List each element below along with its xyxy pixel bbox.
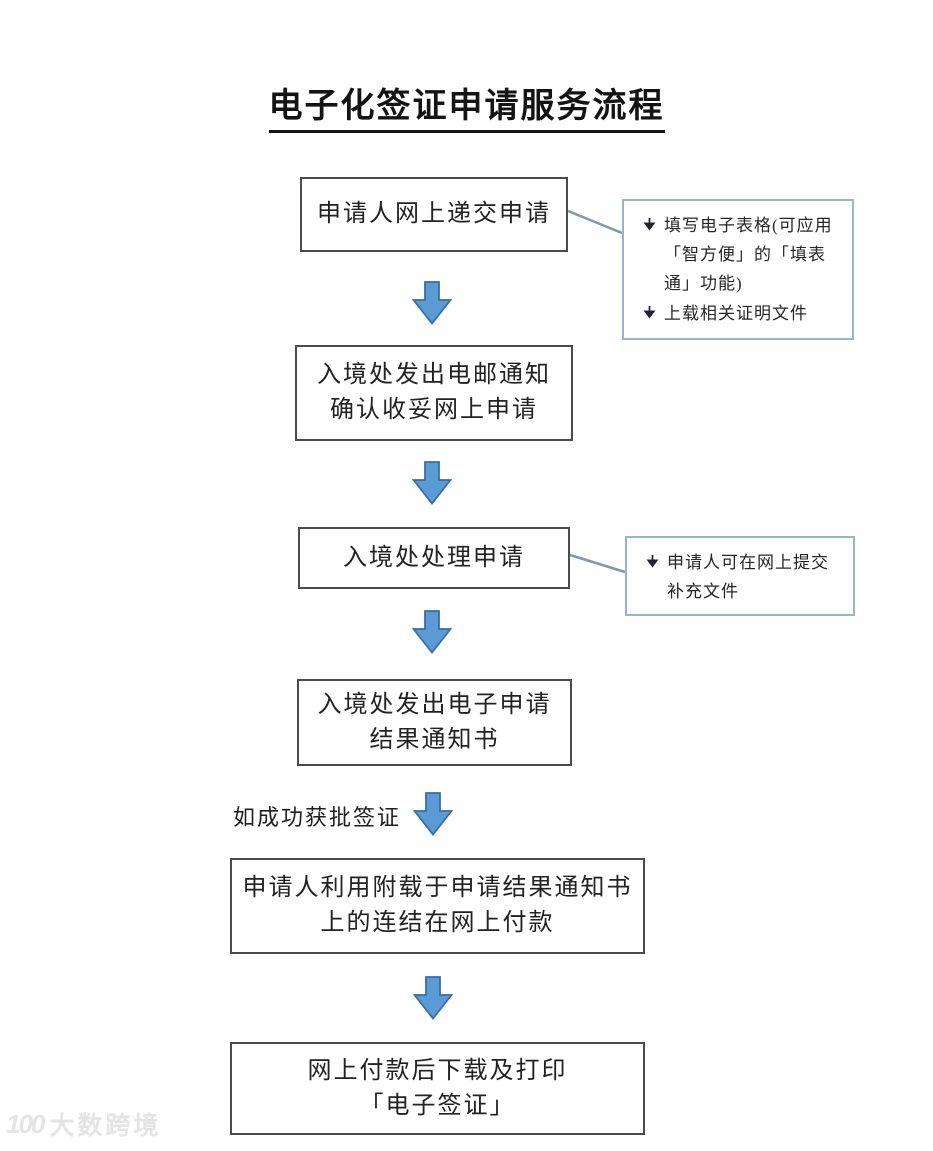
note-1-item-1: 填写电子表格(可应用「智方便」的「填表通」功能) [634, 211, 844, 299]
flow-step-3-label: 入境处处理申请 [343, 544, 525, 571]
note-2-item-1: 申请人可在网上提交补充文件 [637, 548, 845, 606]
flow-step-1-label: 申请人网上递交申请 [317, 201, 551, 228]
note-2-item-1-text: 申请人可在网上提交补充文件 [667, 553, 829, 602]
connector-step1-note1 [567, 209, 623, 235]
page-title: 电子化签证申请服务流程 [0, 78, 933, 133]
branch-condition-label: 如成功获批签证 [233, 805, 402, 830]
flow-step-3-processing: 入境处处理申请 [298, 527, 570, 589]
down-arrow-bullet-icon [634, 299, 664, 319]
flow-step-4-line-1: 入境处发出电子申请 [317, 691, 552, 718]
flow-down-arrow-icon [412, 461, 452, 505]
flow-step-4-line-2: 结果通知书 [369, 726, 500, 753]
flow-step-2-email-confirm: 入境处发出电邮通知 确认收妥网上申请 [295, 345, 573, 441]
watermark-text: 大数跨境 [49, 1112, 162, 1140]
watermark-logo: 100 [6, 1108, 45, 1139]
flow-step-5-online-payment: 申请人利用附载于申请结果通知书 上的连结在网上付款 [230, 858, 645, 954]
flow-step-1-submit-online: 申请人网上递交申请 [300, 177, 568, 252]
flow-down-arrow-icon [413, 792, 453, 836]
down-arrow-bullet-icon [637, 548, 667, 568]
flow-step-6-line-1: 网上付款后下载及打印 [307, 1057, 568, 1084]
flow-step-6-download-print: 网上付款后下载及打印 「电子签证」 [230, 1042, 645, 1135]
flow-down-arrow-icon [412, 610, 452, 654]
flow-step-5-line-1: 申请人利用附载于申请结果通知书 [242, 875, 633, 902]
flow-step-2-line-1: 入境处发出电邮通知 [317, 362, 551, 389]
note-1-item-2-text: 上载相关证明文件 [664, 303, 808, 323]
flow-down-arrow-icon [413, 976, 453, 1020]
flow-down-arrow-icon [412, 281, 452, 325]
note-1-efform: 填写电子表格(可应用「智方便」的「填表通」功能) 上载相关证明文件 [622, 199, 854, 340]
down-arrow-bullet-icon [634, 211, 664, 231]
note-1-item-1-text: 填写电子表格(可应用「智方便」的「填表通」功能) [664, 216, 833, 294]
connector-step3-note2 [569, 553, 626, 574]
note-2-supplementary-docs: 申请人可在网上提交补充文件 [625, 536, 855, 616]
flow-step-4-result-notice: 入境处发出电子申请 结果通知书 [297, 679, 572, 766]
watermark: 100 大数跨境 [6, 1106, 161, 1142]
page-title-text: 电子化签证申请服务流程 [268, 78, 665, 133]
flow-step-2-line-2: 确认收妥网上申请 [330, 397, 538, 423]
flow-step-6-line-2: 「电子签证」 [359, 1092, 516, 1119]
flow-step-5-line-2: 上的连结在网上付款 [320, 910, 555, 936]
note-1-item-2: 上载相关证明文件 [634, 299, 844, 328]
